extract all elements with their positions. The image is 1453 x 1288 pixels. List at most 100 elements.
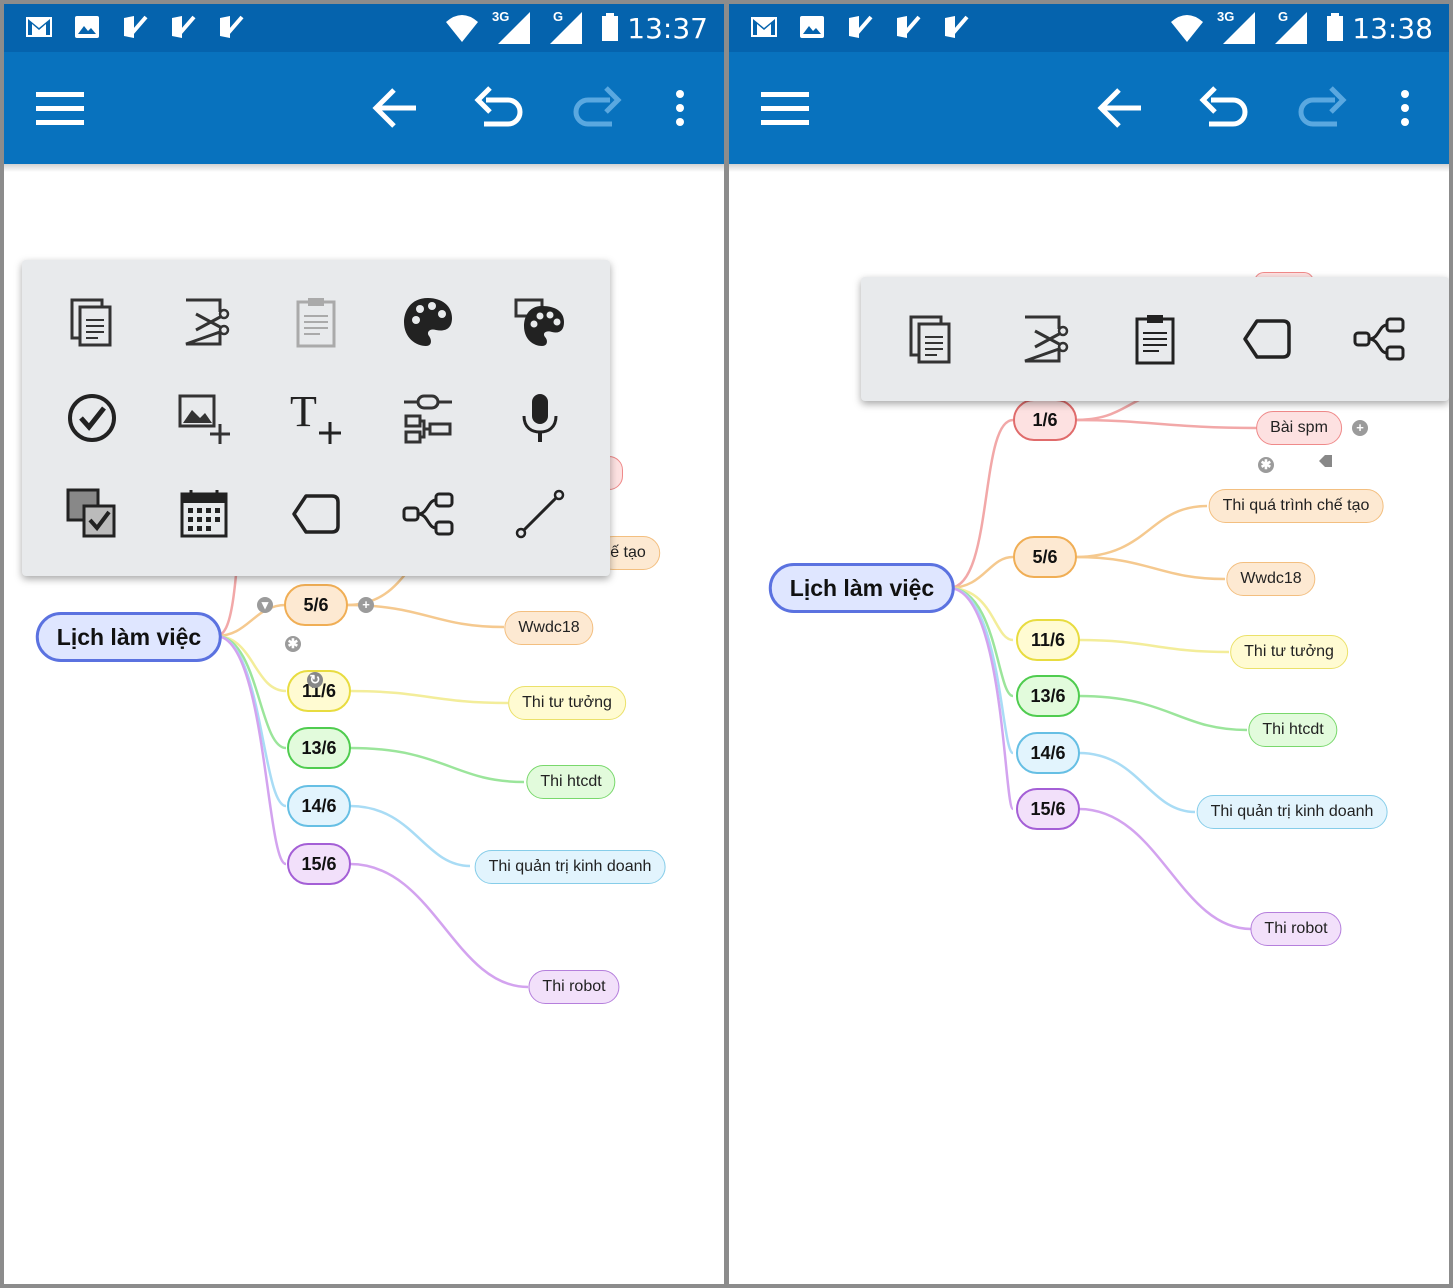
draw-line-button[interactable] xyxy=(484,466,596,562)
boundary-button[interactable] xyxy=(1211,291,1323,387)
paste-button[interactable] xyxy=(1099,291,1211,387)
copy-button[interactable] xyxy=(36,274,148,370)
add-image-button[interactable] xyxy=(148,370,260,466)
line-icon xyxy=(515,489,565,539)
date-node[interactable]: 15/6 xyxy=(287,843,351,885)
cut-button[interactable] xyxy=(987,291,1099,387)
node-context-menu xyxy=(861,277,1449,401)
menu-icon[interactable] xyxy=(34,84,86,132)
leaf-node[interactable]: Wwdc18 xyxy=(504,611,594,645)
more-options-icon[interactable] xyxy=(668,84,692,132)
date-node[interactable]: 11/6 xyxy=(287,670,351,712)
leaf-node[interactable]: Thi tư tưởng xyxy=(508,686,626,720)
leaf-node[interactable]: Thi robot xyxy=(1250,912,1342,946)
leaf-node[interactable]: Thi quản trị kinh doanh xyxy=(1196,795,1388,829)
mindmap-canvas[interactable]: ế tạo Lịch làm việc 5/6 ▾ + ✱ Wwdc18 11/… xyxy=(4,164,724,1284)
add-text-button[interactable]: T xyxy=(260,370,372,466)
date-node[interactable]: 1/6 xyxy=(1013,399,1077,441)
copy-button[interactable] xyxy=(875,291,987,387)
leaf-node[interactable]: Thi quản trị kinh doanh xyxy=(474,850,666,884)
boundary-button[interactable] xyxy=(260,466,372,562)
leaf-node[interactable]: Wwdc18 xyxy=(1226,562,1316,596)
branch-color-button[interactable] xyxy=(484,274,596,370)
calendar-button[interactable] xyxy=(148,466,260,562)
leaf-node[interactable]: Thi htcdt xyxy=(526,765,616,799)
task-notification-icon xyxy=(124,15,148,38)
task-button[interactable] xyxy=(36,370,148,466)
task-notification-icon xyxy=(172,15,196,38)
more-options-icon[interactable] xyxy=(1393,84,1417,132)
date-node[interactable]: 14/6 xyxy=(287,785,351,827)
date-node[interactable]: 13/6 xyxy=(1016,675,1080,717)
task-check-icon xyxy=(68,394,116,442)
svg-text:T: T xyxy=(290,390,317,436)
gmail-icon xyxy=(751,17,777,37)
relationship-button[interactable] xyxy=(1323,291,1435,387)
screen-2: 3G G 13:38 Lịch làm việc xyxy=(729,4,1449,1284)
gallery-icon xyxy=(800,16,824,38)
battery-icon xyxy=(1327,13,1343,41)
app-toolbar xyxy=(729,52,1449,164)
network-type-2: G xyxy=(553,9,564,24)
move-handle-icon[interactable]: ↻ xyxy=(307,672,323,688)
note-tag-icon[interactable] xyxy=(1317,454,1333,468)
wifi-icon xyxy=(1171,15,1203,42)
leaf-node[interactable]: Bài spm xyxy=(1256,411,1342,445)
signal-icon xyxy=(1223,12,1255,44)
leaf-node[interactable]: Thi tư tưởng xyxy=(1230,635,1348,669)
leaf-node[interactable]: Thi quá trình chế tạo xyxy=(1208,489,1384,523)
back-arrow-icon[interactable] xyxy=(1095,84,1145,132)
mindmap-edges xyxy=(948,398,1258,931)
settings-icon[interactable]: ✱ xyxy=(285,636,301,652)
relationship-icon xyxy=(402,492,454,536)
status-bar: 3G G 13:37 xyxy=(4,4,724,52)
node-style-button[interactable] xyxy=(36,466,148,562)
clock: 13:38 xyxy=(1352,12,1433,45)
root-node[interactable]: Lịch làm việc xyxy=(35,612,223,662)
screen-1: 3G G 13:37 ế tạo Lịch làm việc xyxy=(4,4,724,1284)
signal-icon xyxy=(1275,12,1307,44)
link-button[interactable] xyxy=(372,370,484,466)
date-node[interactable]: 15/6 xyxy=(1016,788,1080,830)
redo-icon[interactable] xyxy=(570,84,622,132)
date-node[interactable]: 14/6 xyxy=(1016,732,1080,774)
relationship-button[interactable] xyxy=(372,466,484,562)
date-node[interactable]: 5/6 xyxy=(284,584,348,626)
undo-icon[interactable] xyxy=(474,84,526,132)
mindmap-canvas[interactable]: Lịch làm việc 1/6 Bài spm + ✱ Thi quá tr… xyxy=(729,164,1449,1284)
microphone-icon xyxy=(522,394,558,442)
task-notification-icon xyxy=(220,15,244,38)
color-button[interactable] xyxy=(372,274,484,370)
paste-icon xyxy=(1135,315,1175,365)
battery-icon xyxy=(602,13,618,41)
back-arrow-icon[interactable] xyxy=(370,84,420,132)
add-text-icon: T xyxy=(290,390,341,444)
redo-icon[interactable] xyxy=(1295,84,1347,132)
paste-button[interactable] xyxy=(260,274,372,370)
menu-icon[interactable] xyxy=(759,84,811,132)
task-notification-icon xyxy=(897,15,921,38)
date-node[interactable]: 11/6 xyxy=(1016,619,1080,661)
gallery-icon xyxy=(75,16,99,38)
add-child-icon[interactable]: + xyxy=(1352,420,1368,436)
gmail-icon xyxy=(26,17,52,37)
root-node[interactable]: Lịch làm việc xyxy=(768,563,956,613)
leaf-node[interactable]: Thi robot xyxy=(528,970,620,1004)
wifi-icon xyxy=(446,15,478,42)
add-image-icon xyxy=(178,394,230,444)
undo-icon[interactable] xyxy=(1199,84,1251,132)
cut-button[interactable] xyxy=(148,274,260,370)
cut-icon xyxy=(185,298,230,346)
palette-icon xyxy=(404,298,452,346)
settings-icon[interactable]: ✱ xyxy=(1258,457,1274,473)
leaf-node[interactable]: Thi htcdt xyxy=(1248,713,1338,747)
copy-icon xyxy=(909,315,951,364)
mindmap-edges xyxy=(215,463,529,989)
collapse-icon[interactable]: ▾ xyxy=(257,597,273,613)
record-audio-button[interactable] xyxy=(484,370,596,466)
date-node[interactable]: 13/6 xyxy=(287,727,351,769)
date-node[interactable]: 5/6 xyxy=(1013,536,1077,578)
relationship-icon xyxy=(1353,317,1405,361)
clock: 13:37 xyxy=(627,12,708,45)
add-child-icon[interactable]: + xyxy=(358,597,374,613)
